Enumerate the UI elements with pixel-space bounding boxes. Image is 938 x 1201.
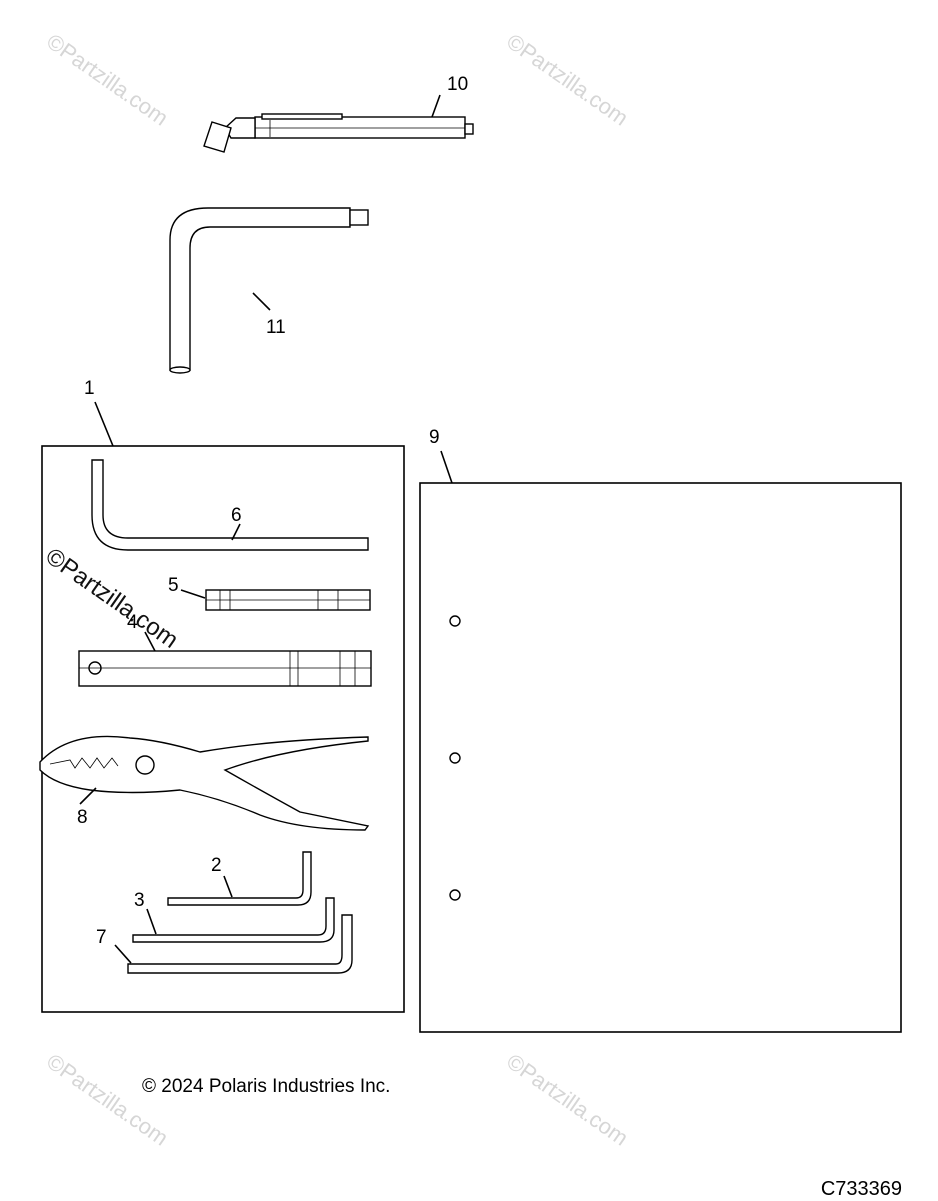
part-5-socket: 5 (168, 575, 371, 611)
part-9-manual: 9 (419, 427, 902, 1033)
callout-1: 1 (84, 378, 95, 399)
part-7-hex-key-large: 7 (96, 914, 353, 974)
part-8-pliers: 8 (39, 735, 370, 831)
part-2-hex-key-small: 2 (167, 851, 312, 906)
leader-10 (431, 94, 441, 118)
leader-7 (114, 944, 132, 964)
callout-11: 11 (266, 317, 286, 338)
leader-11 (252, 292, 271, 311)
part-3-hex-key-medium: 3 (132, 890, 335, 943)
callout-8: 8 (77, 807, 88, 828)
leader-9 (440, 450, 453, 484)
leader-3 (146, 908, 157, 935)
leader-1 (94, 401, 114, 447)
leader-4 (144, 631, 156, 652)
leader-5 (180, 589, 206, 599)
figure-id: C733369 (820, 1178, 902, 1200)
part-4-socket-bar: 4 (78, 612, 372, 687)
watermark: ©Partzilla.com (502, 29, 633, 131)
watermark-dark: ©Partzilla.com (41, 543, 184, 654)
copyright-text: © 2024 Polaris Industries Inc. (142, 1076, 391, 1097)
callout-7: 7 (96, 927, 107, 948)
watermark: ©Partzilla.com (42, 29, 173, 131)
watermark: ©Partzilla.com (502, 1049, 633, 1151)
callout-4: 4 (127, 612, 138, 633)
callout-2: 2 (211, 855, 222, 876)
leader-8 (79, 787, 97, 805)
part-11-l-bar: 11 (169, 207, 369, 374)
leader-6 (231, 523, 241, 541)
callout-6: 6 (231, 505, 242, 526)
callout-5: 5 (168, 575, 179, 596)
part-6-hex-key: 6 (91, 459, 369, 551)
part-10-socket-handle: 10 (203, 74, 474, 153)
callout-9: 9 (429, 427, 440, 448)
watermark: ©Partzilla.com (42, 1049, 173, 1151)
leader-2 (223, 875, 233, 898)
tool-kit-box (41, 445, 405, 1013)
callout-10: 10 (447, 74, 468, 95)
callout-3: 3 (134, 890, 145, 911)
